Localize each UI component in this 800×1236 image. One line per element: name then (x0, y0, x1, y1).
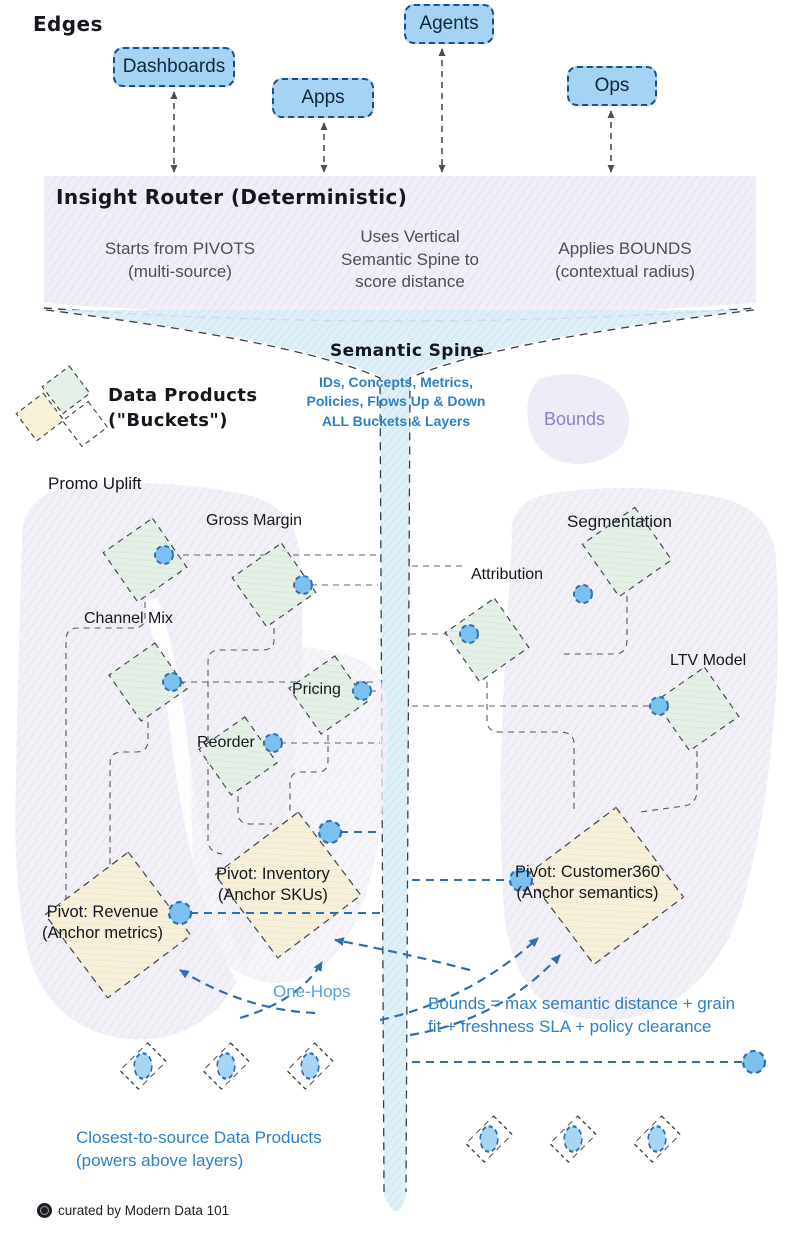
pivot-diamonds (44, 806, 685, 999)
legend-bucket-swatches (15, 365, 109, 448)
closest-source-line-0: Closest-to-source Data Products (76, 1128, 322, 1147)
router-col2-line0: Applies BOUNDS (558, 239, 692, 258)
bounds-formula-label: Bounds = max semantic distance + grain f… (428, 993, 778, 1039)
data-products-legend-label: Data Products ("Buckets") (108, 383, 257, 433)
pivot-label-inventory: Pivot: Inventory (Anchor SKUs) (216, 864, 330, 906)
edge-connector-arrows (170, 48, 615, 173)
data-products-line-0: Data Products (108, 385, 258, 406)
pivot-customer360-line-0: Pivot: Customer360 (515, 863, 660, 881)
semantic-spine-contents: IDs, Concepts, Metrics, Policies, Flows … (296, 373, 496, 431)
node-label-channel-mix: Channel Mix (84, 610, 173, 627)
router-column-spine: Uses Vertical Semantic Spine to score di… (310, 226, 510, 294)
pivot-customer360-line-1: (Anchor semantics) (516, 884, 659, 903)
pivot-revenue-line-1: (Anchor metrics) (42, 924, 164, 943)
node-port-dots (154, 545, 767, 1075)
one-hops-label: One-Hops (273, 982, 351, 1001)
pivot-revenue-line-0: Pivot: Revenue (46, 903, 159, 921)
insight-router-title: Insight Router (Deterministic) (56, 185, 408, 209)
node-label-reorder: Reorder (197, 734, 255, 751)
router-col0-line1: (multi-source) (128, 261, 232, 281)
bucket-label-segmentation: Segmentation (567, 512, 672, 531)
pivot-inventory-line-1: (Anchor SKUs) (217, 886, 328, 905)
router-col1-line0: Uses Vertical (360, 227, 460, 246)
bucket-label-promo-uplift: Promo Uplift (48, 474, 142, 493)
edge-box-ops[interactable]: Ops (567, 66, 657, 106)
closest-source-line-1: (powers above layers) (76, 1150, 244, 1170)
node-label-gross-margin: Gross Margin (206, 512, 303, 529)
router-column-bounds: Applies BOUNDS (contextual radius) (520, 238, 730, 283)
bounds-blob (527, 374, 630, 464)
footer-credit: curated by Modern Data 101 (37, 1203, 229, 1218)
bounds-formula-line-0: Bounds = max semantic distance + grain (428, 994, 736, 1013)
semantic-spine-title: Semantic Spine (330, 341, 485, 361)
closest-to-source-label: Closest-to-source Data Products (powers … (76, 1127, 396, 1173)
pivot-inventory-line-0: Pivot: Inventory (216, 865, 330, 883)
edge-box-agents[interactable]: Agents (404, 4, 494, 44)
spine-line-1: Policies, Flows Up & Down (306, 393, 486, 410)
spine-line-2: ALL Buckets & Layers (321, 412, 471, 429)
edge-box-dashboards[interactable]: Dashboards (113, 47, 235, 87)
data-products-line-1: ("Buckets") (108, 410, 228, 432)
bounds-formula-line-1: fit + freshness SLA + policy clearance (428, 1016, 712, 1036)
router-col0-line0: Starts from PIVOTS (104, 239, 256, 258)
pivot-label-revenue: Pivot: Revenue (Anchor metrics) (42, 902, 163, 944)
one-hop-arrows (179, 937, 561, 1037)
modern-data-101-logo-icon (37, 1203, 52, 1218)
pivot-label-customer360: Pivot: Customer360 (Anchor semantics) (515, 862, 660, 904)
footer-credit-text: curated by Modern Data 101 (58, 1203, 230, 1218)
bounds-blob-label: Bounds (544, 409, 606, 429)
router-col1-line2: score distance (355, 272, 465, 292)
router-col2-line1: (contextual radius) (555, 261, 695, 281)
semantic-spine-funnel (45, 309, 755, 1212)
node-label-ltv-model: LTV Model (670, 652, 747, 669)
closest-to-source-products (119, 1042, 681, 1163)
spine-line-0: IDs, Concepts, Metrics, (318, 374, 474, 390)
node-label-pricing: Pricing (292, 681, 341, 698)
router-column-pivots: Starts from PIVOTS (multi-source) (60, 238, 300, 283)
pivot-spine-links (190, 830, 744, 1064)
edge-box-apps[interactable]: Apps (272, 78, 374, 118)
router-col1-line1: Semantic Spine to (341, 249, 479, 269)
node-label-attribution: Attribution (471, 566, 544, 583)
data-product-nodes (102, 506, 740, 796)
edges-section-label: Edges (33, 12, 103, 36)
